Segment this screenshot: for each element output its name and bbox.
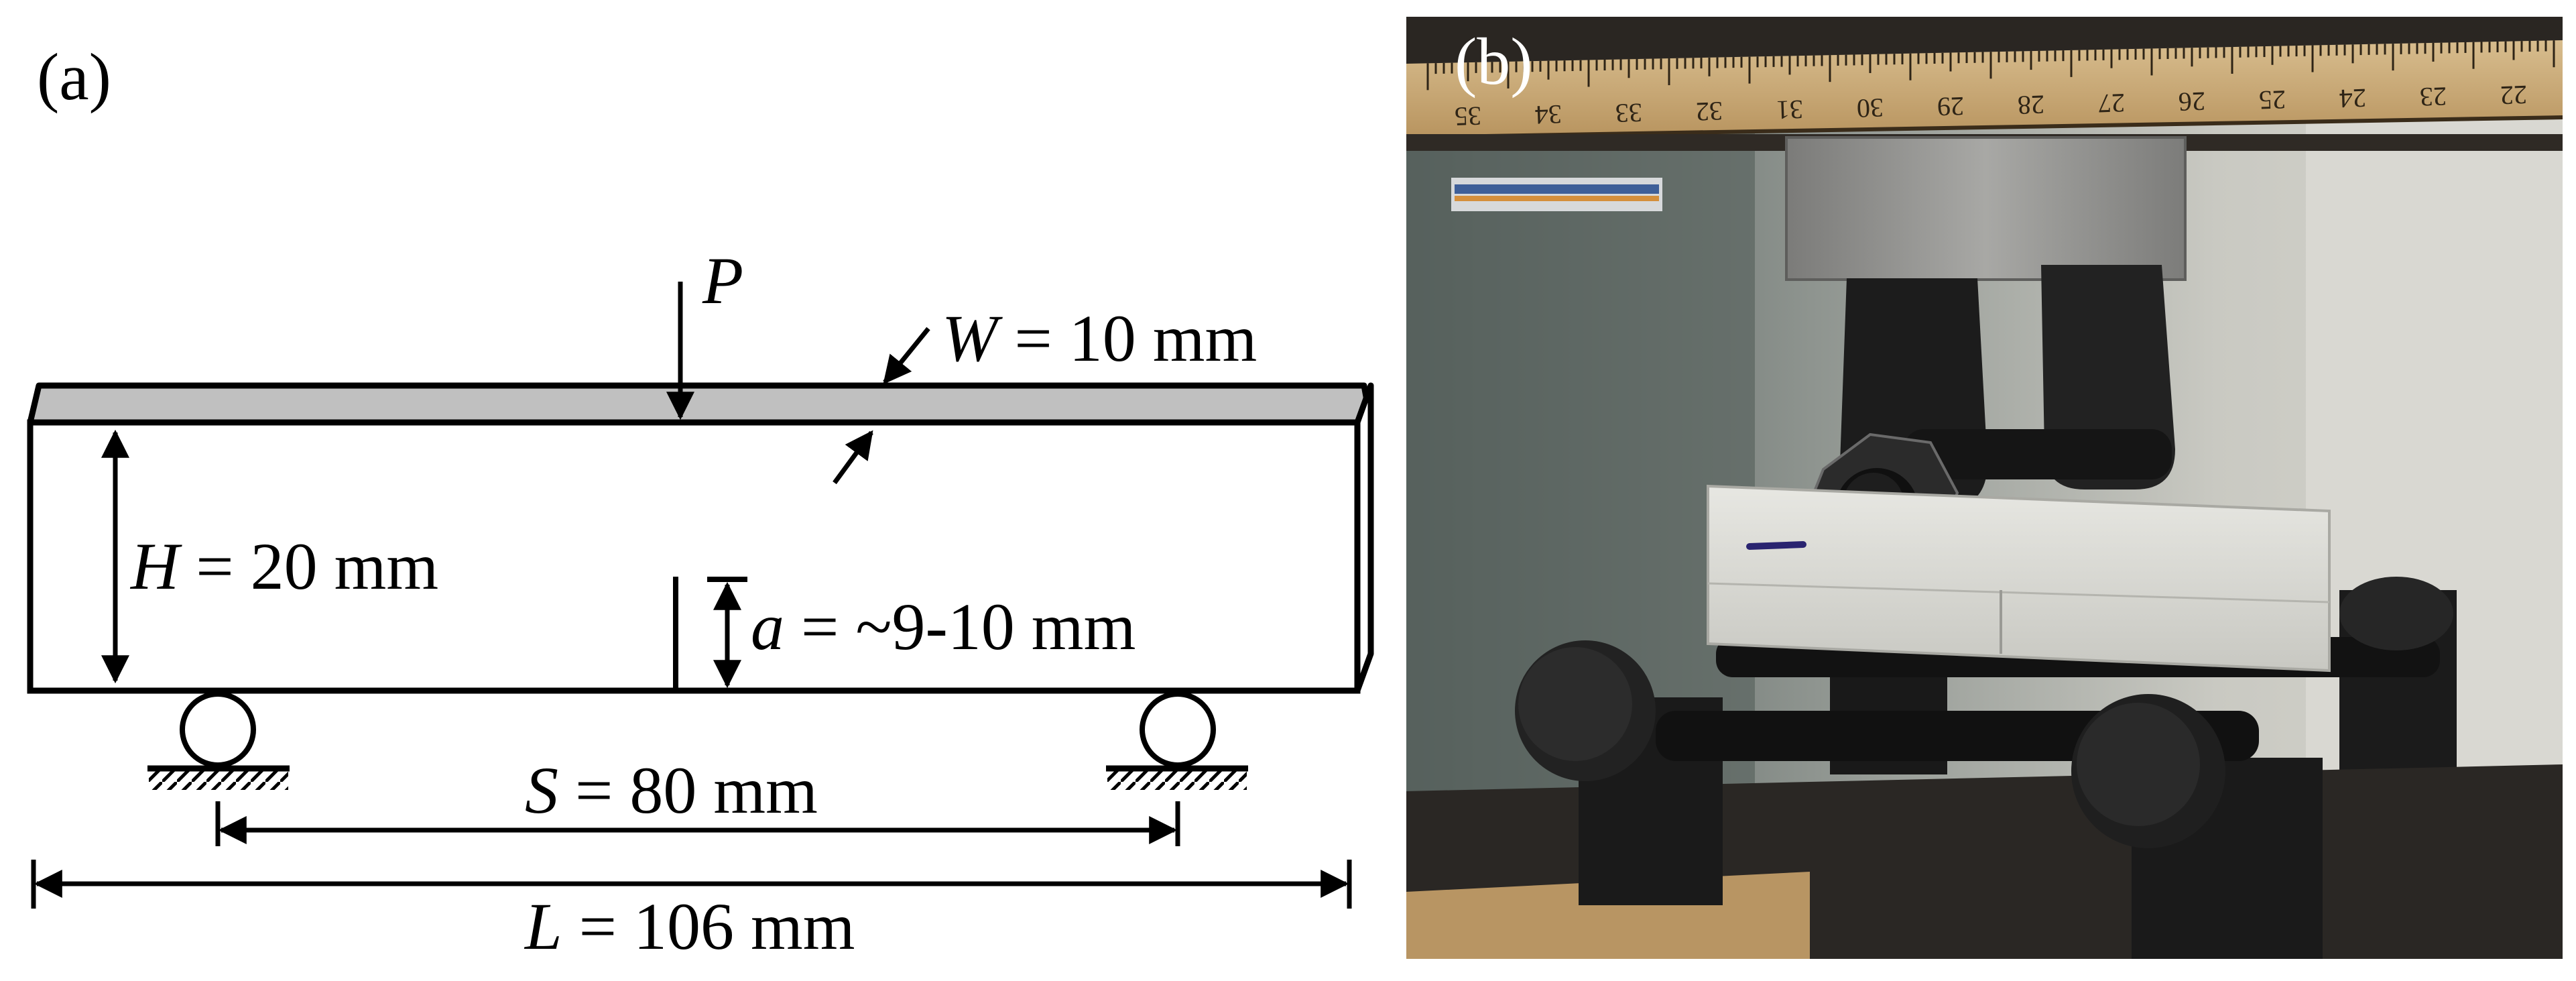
- span-label: S = 80 mm: [525, 753, 818, 827]
- ruler-number: 26: [2178, 86, 2206, 117]
- height-label: H = 20 mm: [129, 529, 438, 603]
- ruler-number: 24: [2339, 83, 2367, 114]
- beam-front-face: [27, 419, 1361, 694]
- front-support-roller-right-face: [2077, 703, 2200, 826]
- ruler-number: 35: [1454, 101, 1482, 131]
- ruler-number: 34: [1534, 99, 1562, 130]
- ruler-number: 33: [1615, 98, 1643, 129]
- specimen-edge: [1707, 582, 2330, 603]
- panel-a-label: (a): [37, 40, 111, 114]
- ruler-number: 29: [1937, 91, 1965, 122]
- width-label: W = 10 mm: [942, 301, 1257, 376]
- loading-rod: [1904, 429, 2172, 479]
- back-support-roller-right: [2339, 577, 2453, 650]
- width-arrow-bottom: [833, 430, 873, 485]
- width-arrow-top: [883, 327, 930, 385]
- ruler-number: 23: [2419, 81, 2447, 112]
- ruler-number: 31: [1776, 95, 1804, 125]
- beam-top-face: [27, 382, 1374, 426]
- ruler-numbers: 35 34 33 32 31 30 29 28 27 26 25 24 23 22: [1454, 80, 2528, 132]
- ruler-number: 32: [1695, 96, 1723, 127]
- length-label: L = 106 mm: [524, 889, 855, 964]
- ruler-number: 28: [2017, 89, 2045, 120]
- ruler-number: 25: [2258, 84, 2286, 115]
- right-support: [1106, 691, 1248, 790]
- ruler-number: 22: [2500, 80, 2528, 111]
- specimen-bar: [1707, 484, 2331, 673]
- notch-label: a = ~9-10 mm: [751, 589, 1136, 664]
- top-ruler: 35 34 33 32 31 30 29 28 27 26 25 24 23 22: [1406, 40, 2563, 139]
- front-support-roller-left-face: [1518, 647, 1632, 761]
- panel-b-label: (b): [1455, 24, 1533, 99]
- left-support: [147, 691, 290, 790]
- ruler-number: 27: [2097, 88, 2126, 119]
- loading-block: [1785, 136, 2187, 281]
- photo-blue-stripe: [1455, 184, 1659, 194]
- panel-b-photo: 35 34 33 32 31 30 29 28 27 26 25 24 23 22: [1406, 17, 2563, 959]
- panel-a-schematic: (a) P W = 10 mm H = 20 mm a = ~9-10 mm: [27, 40, 1374, 964]
- load-label: P: [702, 243, 743, 318]
- specimen-pen-mark: [1746, 541, 1806, 550]
- ruler-ticks: [1426, 40, 2555, 91]
- photo-blue-label: [1451, 178, 1662, 211]
- photo-orange-stripe: [1455, 196, 1659, 201]
- ruler-number: 30: [1856, 93, 1884, 123]
